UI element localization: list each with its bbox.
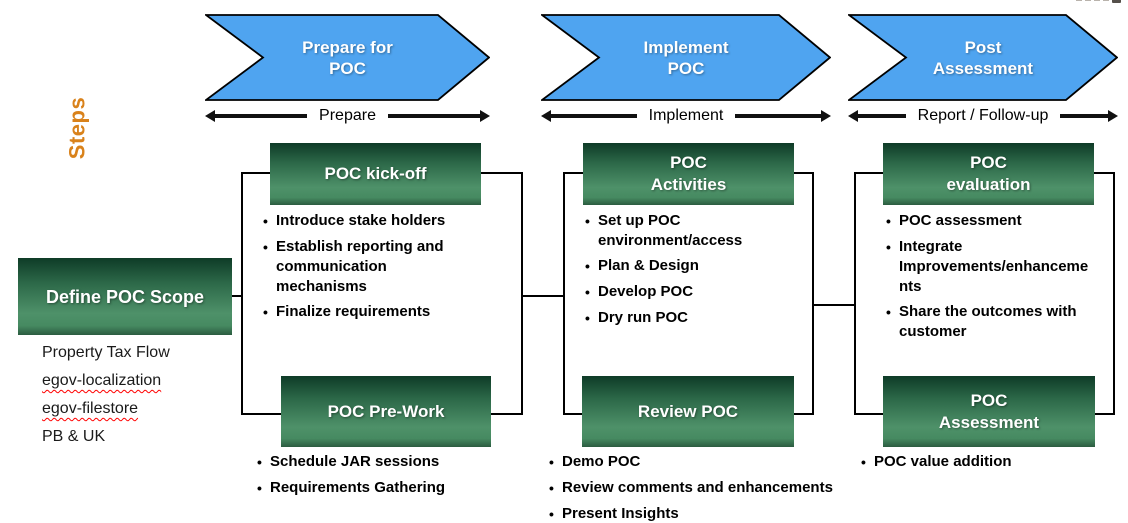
list-item: Establish reporting and communication me… [263,237,508,297]
connector-scope-to-col1 [230,295,243,297]
bullet-icon [549,504,562,523]
span-line [858,114,906,118]
list-item: Review comments and enhancements [549,478,839,499]
activities-bullet-list: Set up POC environment/access Plan & Des… [585,211,810,329]
span-line [735,114,822,118]
assessment-bullet-list: POC value addition [861,452,1111,473]
arrowhead-right-icon [480,110,491,122]
bullet-icon [263,211,276,232]
phase-arrow-post-assessment: Post Assessment [848,14,1118,101]
span-line [1060,114,1108,118]
arrowhead-left-icon [205,110,215,122]
poc-evaluation-box: POC evaluation [883,143,1094,205]
scope-item: egov-localization [42,372,162,389]
span-arrow-implement: Implement [541,107,832,125]
bullet-icon [263,302,276,323]
list-item: Present Insights [549,504,839,523]
steps-axis-label: Steps [64,96,90,160]
phase-arrow-label: Prepare for POC [302,37,393,78]
kickoff-bullet-list: Introduce stake holders Establish report… [263,211,508,323]
list-item: POC value addition [861,452,1111,473]
list-item: Introduce stake holders [263,211,508,232]
list-item: POC assessment [886,211,1118,232]
span-line [215,114,308,118]
arrowhead-right-icon [821,110,832,122]
bullet-icon [861,452,874,473]
arrowhead-left-icon [848,110,858,122]
poc-kickoff-box: POC kick-off [270,143,481,205]
list-item: Dry run POC [585,308,810,329]
connector-col2-to-col3 [812,304,856,306]
bullet-icon [886,237,899,297]
review-poc-box: Review POC [582,376,794,447]
list-item: Set up POC environment/access [585,211,810,251]
list-item: Demo POC [549,452,839,473]
define-poc-scope-box: Define POC Scope [18,258,232,335]
bullet-icon [257,452,270,473]
list-item: Schedule JAR sessions [257,452,507,473]
bullet-icon [263,237,276,297]
bullet-icon [549,478,562,499]
arrowhead-right-icon [1108,110,1118,122]
bullet-icon [585,282,598,303]
connector-col1-to-col2 [521,295,565,297]
pre-work-bullet-list: Schedule JAR sessions Requirements Gathe… [257,452,507,499]
span-arrow-report-follow-up: Report / Follow-up [848,107,1118,125]
span-line [387,114,481,118]
span-label: Prepare [319,107,376,124]
poc-assessment-box: POC Assessment [883,376,1095,447]
poc-activities-box: POC Activities [583,143,794,205]
artifact-icon [1112,0,1121,3]
phase-arrow-implement: Implement POC [541,14,831,101]
span-label: Report / Follow-up [917,107,1049,124]
poc-pre-work-box: POC Pre-Work [281,376,491,447]
phase-arrow-label: Implement POC [643,37,729,78]
list-item: Plan & Design [585,256,810,277]
bullet-icon [585,256,598,277]
scope-item: egov-filestore [42,400,139,417]
scope-item: PB & UK [42,428,106,445]
phase-arrow-prepare: Prepare for POC [205,14,490,101]
bullet-icon [549,452,562,473]
clipped-corner-artifact [1076,0,1121,4]
list-item: Integrate Improvements/enhanceme nts [886,237,1118,297]
list-item: Finalize requirements [263,302,508,323]
bullet-icon [257,478,270,499]
column-frame-prepare [241,172,523,415]
list-item: Requirements Gathering [257,478,507,499]
phase-arrow-label: Post Assessment [932,37,1034,78]
evaluation-bullet-list: POC assessment Integrate Improvements/en… [886,211,1118,342]
review-bullet-list: Demo POC Review comments and enhancement… [549,452,839,523]
bullet-icon [886,211,899,232]
span-label: Implement [648,107,724,124]
list-item: Share the outcomes with customer [886,302,1118,342]
span-line [551,114,637,118]
chevron-shape [848,14,1118,101]
bullet-icon [585,211,598,251]
artifact-dash [1076,0,1082,1]
chevron-shape [205,14,490,101]
bullet-icon [585,308,598,329]
artifact-dash [1094,0,1100,1]
scope-item: Property Tax Flow [42,344,170,361]
bullet-icon [886,302,899,342]
chevron-shape [541,14,831,101]
artifact-dash [1085,0,1091,1]
artifact-dash [1103,0,1109,1]
list-item: Develop POC [585,282,810,303]
arrowhead-left-icon [541,110,551,122]
span-arrow-prepare: Prepare [205,107,491,125]
